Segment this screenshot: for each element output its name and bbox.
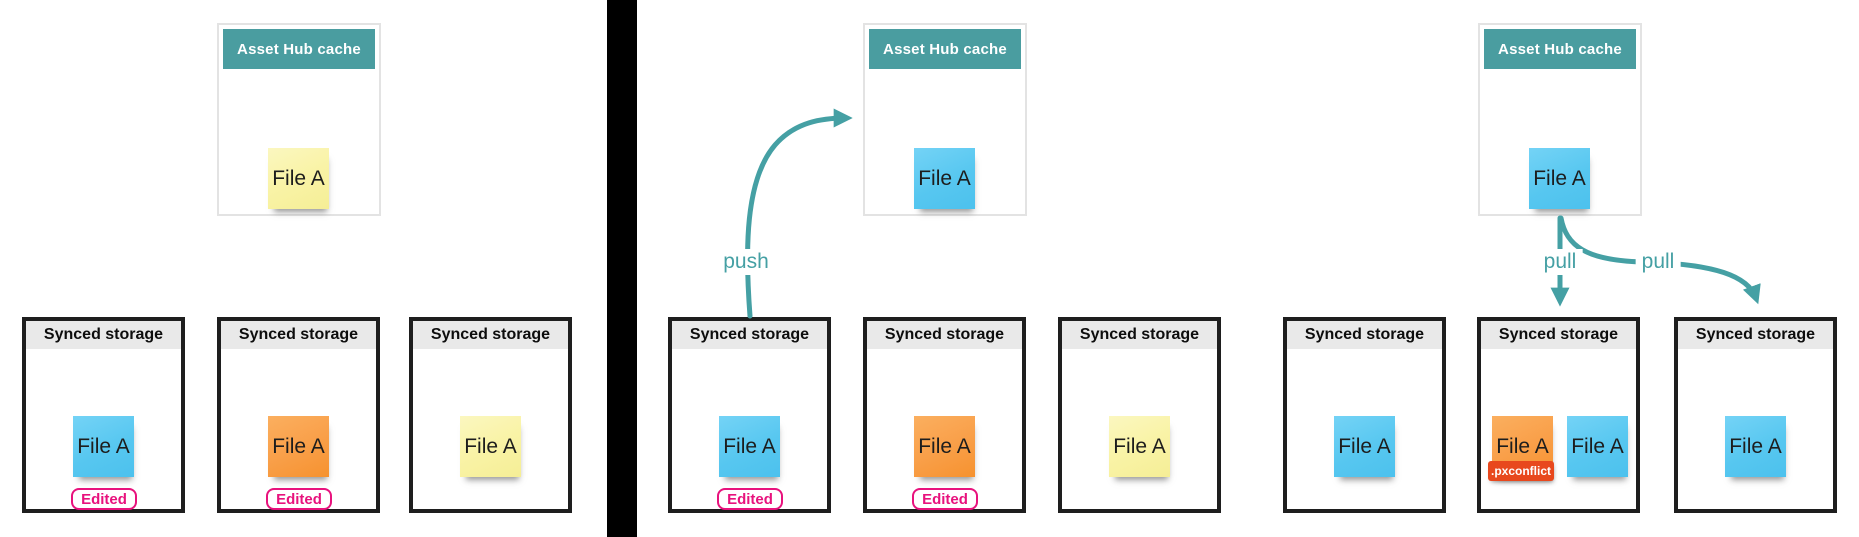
section-divider xyxy=(607,0,637,537)
synced-storage-header: Synced storage xyxy=(867,321,1022,349)
synced-storage-header: Synced storage xyxy=(26,321,181,349)
synced-storage-box: Synced storage File A xyxy=(409,317,572,513)
synced-storage-header: Synced storage xyxy=(1287,321,1442,349)
asset-hub-cache-body: File A xyxy=(223,69,375,212)
synced-storage-box: Synced storage File A Edited xyxy=(668,317,831,513)
push-label: push xyxy=(717,249,775,275)
sticky-note-file-a: File A xyxy=(914,416,975,477)
asset-hub-cache-body: File A xyxy=(869,69,1021,212)
synced-storage-header: Synced storage xyxy=(1481,321,1636,349)
asset-hub-cache-box: Asset Hub cache File A xyxy=(1478,23,1642,216)
sticky-note-file-a: File A xyxy=(268,148,329,209)
synced-storage-header: Synced storage xyxy=(221,321,376,349)
push-arrow xyxy=(745,108,853,319)
synced-storage-box-conflict: Synced storage File A .pxconflict File A xyxy=(1477,317,1640,513)
edited-badge: Edited xyxy=(266,488,332,510)
asset-hub-cache-body: File A xyxy=(1484,69,1636,212)
synced-storage-box: Synced storage File A xyxy=(1058,317,1221,513)
synced-storage-header: Synced storage xyxy=(1062,321,1217,349)
pull-label: pull xyxy=(1537,249,1583,275)
sticky-note-file-a: File A xyxy=(1334,416,1395,477)
sticky-note-file-a: File A xyxy=(73,416,134,477)
synced-storage-box: Synced storage File A xyxy=(1674,317,1837,513)
synced-storage-box: Synced storage File A Edited xyxy=(217,317,380,513)
sticky-note-file-a: File A xyxy=(1109,416,1170,477)
sticky-note-file-a: File A xyxy=(1567,416,1628,477)
sticky-note-file-a: File A xyxy=(460,416,521,477)
sticky-note-file-a: File A xyxy=(268,416,329,477)
asset-hub-cache-header: Asset Hub cache xyxy=(1484,29,1636,69)
synced-storage-header: Synced storage xyxy=(1678,321,1833,349)
sticky-note-file-a: File A xyxy=(1725,416,1786,477)
synced-storage-box: Synced storage File A Edited xyxy=(22,317,185,513)
pull-label: pull xyxy=(1635,249,1681,275)
edited-badge: Edited xyxy=(71,488,137,510)
asset-hub-cache-header: Asset Hub cache xyxy=(869,29,1021,69)
asset-hub-cache-header: Asset Hub cache xyxy=(223,29,375,69)
synced-storage-box: Synced storage File A xyxy=(1283,317,1446,513)
sticky-note-file-a: File A xyxy=(914,148,975,209)
edited-badge: Edited xyxy=(717,488,783,510)
pxconflict-tag: .pxconflict xyxy=(1488,461,1554,481)
asset-hub-cache-box: Asset Hub cache File A xyxy=(217,23,381,216)
synced-storage-box: Synced storage File A Edited xyxy=(863,317,1026,513)
sticky-note-file-a: File A xyxy=(719,416,780,477)
edited-badge: Edited xyxy=(912,488,978,510)
sticky-note-file-a: File A xyxy=(1529,148,1590,209)
synced-storage-header: Synced storage xyxy=(672,321,827,349)
synced-storage-header: Synced storage xyxy=(413,321,568,349)
asset-hub-cache-box: Asset Hub cache File A xyxy=(863,23,1027,216)
